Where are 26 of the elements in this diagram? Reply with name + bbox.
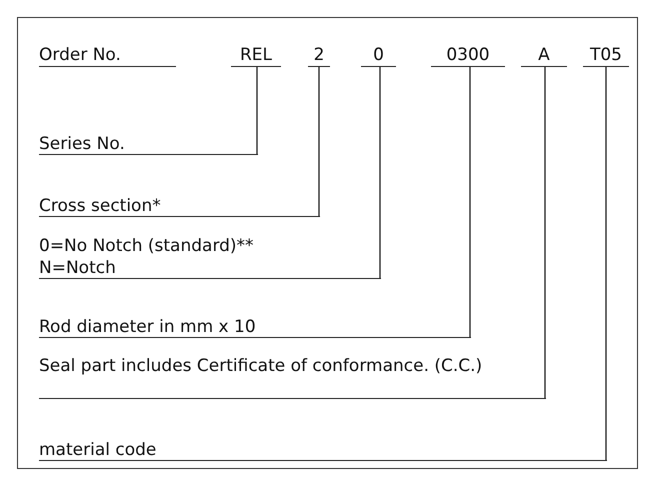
- code-description: Seal part includes Certificate of conformance. (C.C.): [39, 355, 484, 377]
- code-description: Rod diameter in mm x 10: [39, 316, 257, 338]
- code-description: 0=No Notch (standard)**: [39, 235, 255, 257]
- code-description: N=Notch: [39, 257, 117, 279]
- leader-line: [256, 67, 258, 155]
- description-text: [39, 195, 320, 217]
- leader-line: [318, 67, 320, 217]
- description-text: [39, 133, 258, 155]
- description-text: [39, 355, 546, 399]
- leader-line: [605, 67, 607, 461]
- code-segment: T05: [583, 44, 629, 67]
- code-description: Cross section*: [39, 195, 162, 217]
- description-text: [39, 235, 381, 279]
- code-segment: 2: [308, 44, 330, 67]
- code-segment: A: [521, 44, 567, 67]
- code-segment: REL: [231, 44, 281, 67]
- order-number-label: Order No.: [39, 44, 176, 67]
- leader-line: [544, 67, 546, 399]
- code-description: material code: [39, 439, 158, 461]
- leader-line: [379, 67, 381, 279]
- description-text: [39, 439, 607, 461]
- description-text: [39, 316, 471, 338]
- code-segment: 0: [361, 44, 396, 67]
- code-segment: 0300: [431, 44, 505, 67]
- leader-line: [469, 67, 471, 338]
- code-description: Series No.: [39, 133, 126, 155]
